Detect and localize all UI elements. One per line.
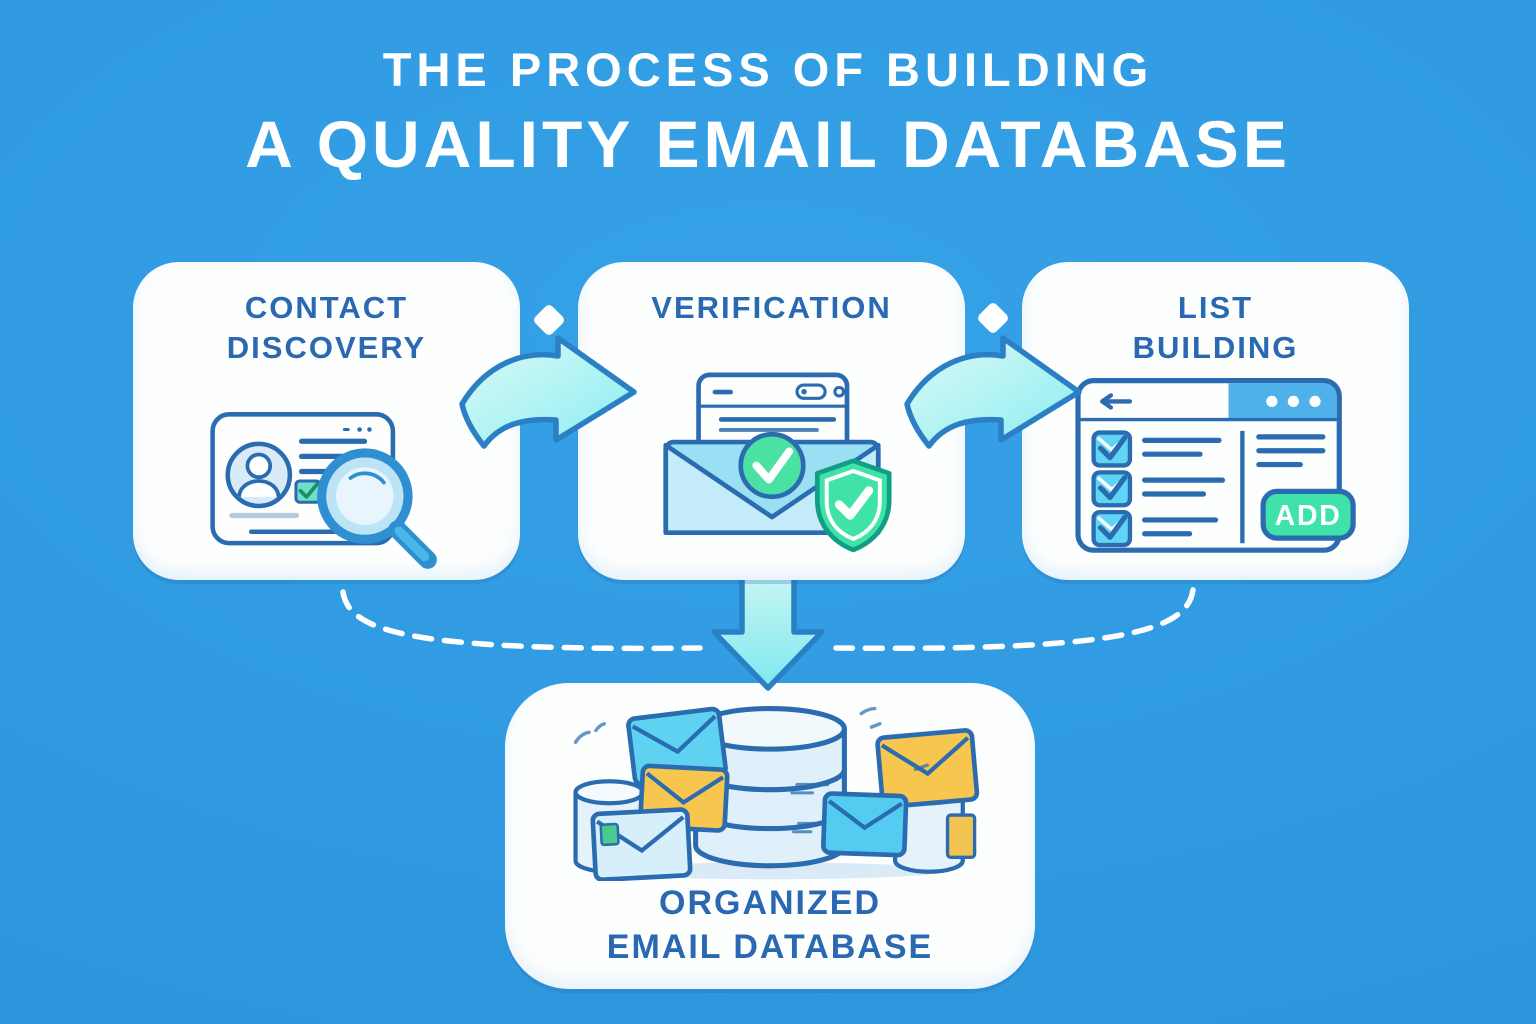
result-label: ORGANIZED EMAIL DATABASE: [505, 881, 1035, 969]
blue-envelope-icon: [821, 791, 909, 858]
checklist-items: [1090, 430, 1225, 548]
checked-envelope-icon: [1090, 470, 1132, 508]
checked-envelope-icon: [1090, 430, 1132, 468]
step-card-contact-discovery: CONTACT DISCOVERY: [133, 262, 520, 580]
email-database-icon: [573, 705, 980, 881]
stamped-envelope-icon: [590, 807, 693, 881]
step-card-list-building: LIST BUILDING: [1022, 262, 1409, 580]
contact-card-magnifier-icon: [209, 412, 437, 569]
title-line-2: A QUALITY EMAIL DATABASE: [245, 107, 1291, 181]
browser-header-bar: [1228, 383, 1337, 420]
title-line-1: THE PROCESS OF BUILDING: [382, 43, 1154, 96]
dashed-connector-right: [833, 587, 1196, 652]
step-card-verification: VERIFICATION: [578, 262, 965, 580]
diamond-separator-1-icon: [534, 305, 564, 335]
step-label-line: DISCOVERY: [226, 330, 427, 365]
step-label-line: VERIFICATION: [651, 290, 892, 325]
step-label-contact-discovery: CONTACT DISCOVERY: [133, 288, 520, 368]
shield-check-icon: [814, 458, 892, 553]
verified-email-shield-icon: [662, 372, 892, 553]
yellow-envelope-icon: [875, 728, 980, 809]
diamond-separator-2-icon: [978, 303, 1008, 333]
dashed-connector-left: [340, 589, 703, 652]
checked-envelope-icon: [1090, 509, 1132, 548]
checklist-browser-icon: ADD: [1074, 378, 1356, 553]
result-card-organized-email-database: ORGANIZED EMAIL DATABASE: [505, 683, 1035, 989]
result-label-line: ORGANIZED: [659, 884, 881, 922]
check-circle-icon: [737, 431, 806, 500]
motion-dashes: [573, 706, 929, 772]
detail-lines: [1255, 434, 1325, 468]
back-arrow-icon: [1099, 393, 1132, 410]
title-block: THE PROCESS OF BUILDING A QUALITY EMAIL …: [0, 42, 1536, 182]
step-label-list-building: LIST BUILDING: [1022, 288, 1409, 368]
step-label-line: LIST: [1177, 290, 1254, 325]
magnifier-icon: [316, 448, 437, 569]
step-label-line: BUILDING: [1132, 330, 1299, 365]
add-button-label: ADD: [1274, 500, 1341, 532]
step-label-verification: VERIFICATION: [578, 288, 965, 328]
result-label-line: EMAIL DATABASE: [606, 928, 934, 966]
step-label-line: CONTACT: [244, 290, 409, 325]
add-button: ADD: [1260, 488, 1356, 541]
